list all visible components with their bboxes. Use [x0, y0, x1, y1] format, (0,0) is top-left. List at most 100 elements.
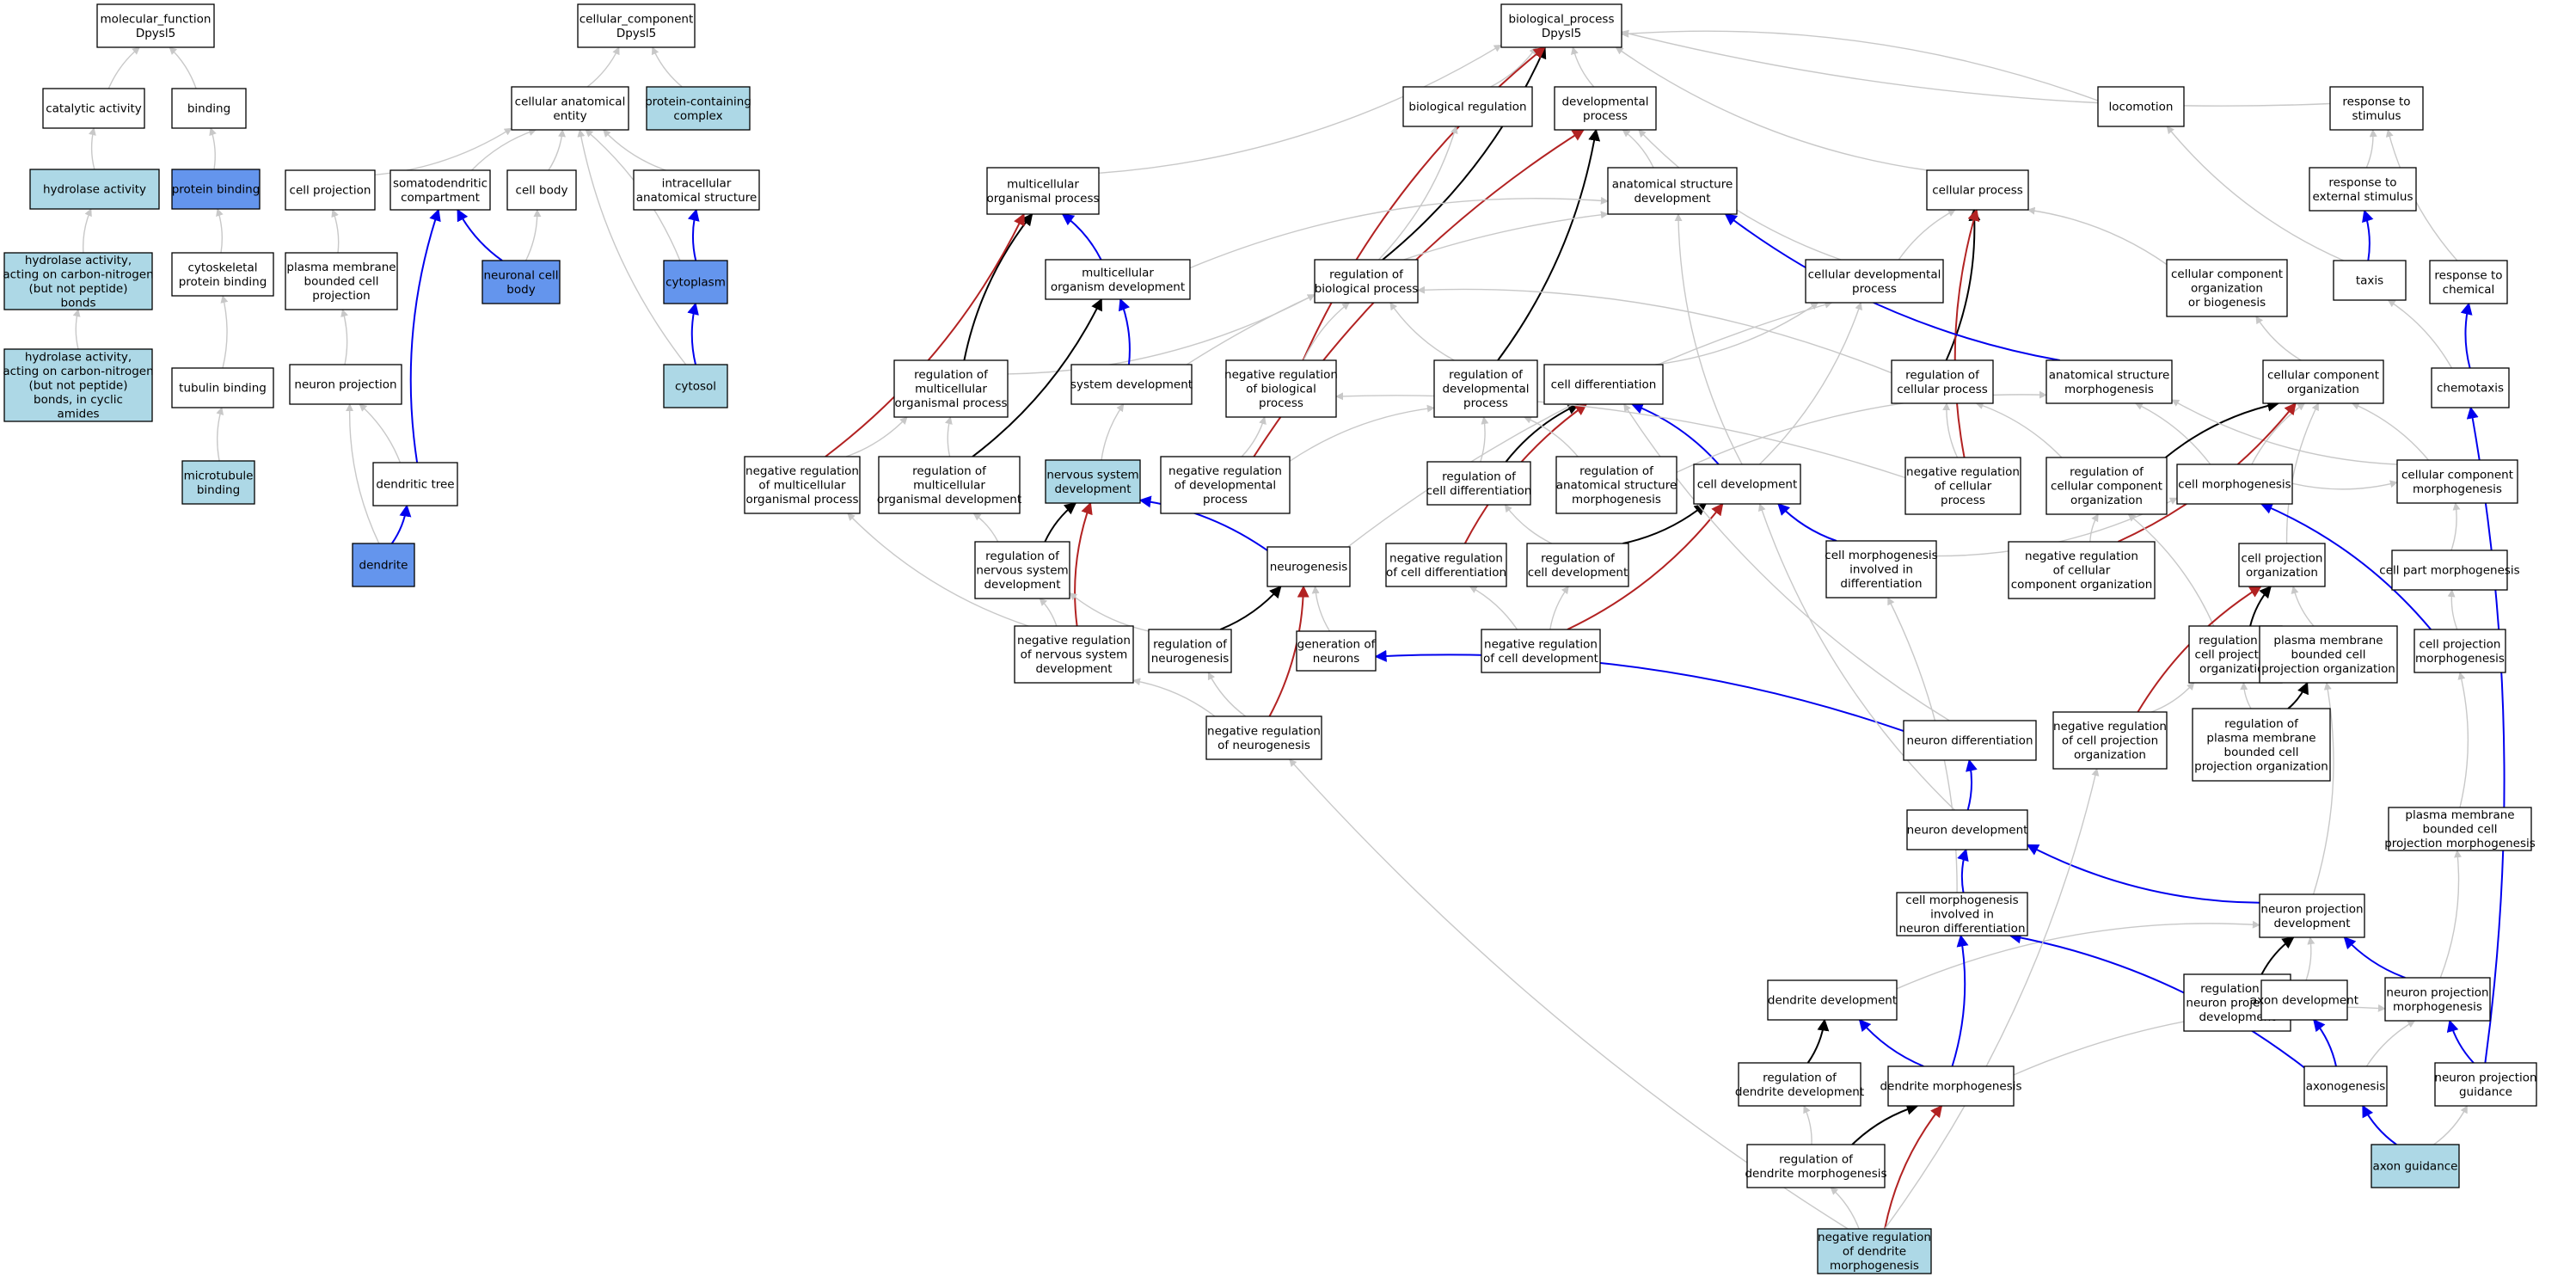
- edge-cat-to-mf: [107, 46, 140, 89]
- node-neurogenesis[interactable]: neurogenesis: [1267, 546, 1351, 587]
- node-celldiff[interactable]: cell differentiation: [1543, 364, 1664, 405]
- node-taxis[interactable]: taxis: [2333, 260, 2407, 301]
- node-sysdev[interactable]: system development: [1070, 364, 1193, 405]
- node-dtree[interactable]: dendritic tree: [372, 462, 458, 507]
- node-axondev[interactable]: axon development: [2250, 979, 2358, 1021]
- node-label-line: differentiation: [1840, 577, 1922, 591]
- node-neurdev[interactable]: neuron development: [1906, 809, 2028, 850]
- node-cat[interactable]: catalytic activity: [42, 88, 145, 129]
- node-label-line: stimulus: [2352, 109, 2401, 123]
- node-cellproc[interactable]: cellular process: [1926, 169, 2029, 211]
- node-neuronproj[interactable]: neuron projection: [289, 364, 402, 405]
- node-cpmorph[interactable]: cell part morphogenesis: [2379, 549, 2520, 591]
- node-cytosol[interactable]: cytosol: [663, 364, 728, 408]
- node-label-line: anatomical structure: [1556, 479, 1677, 493]
- node-protbind[interactable]: protein binding: [171, 169, 261, 210]
- node-denddev[interactable]: dendrite development: [1767, 979, 1898, 1021]
- edge-negregdm-to-negregcpo: [1884, 768, 2100, 1230]
- node-cellbody[interactable]: cell body: [506, 169, 577, 211]
- node-hydro[interactable]: hydrolase activity: [29, 169, 160, 210]
- node-axonguid[interactable]: axon guidance: [2371, 1144, 2460, 1188]
- node-binding[interactable]: binding: [171, 88, 247, 129]
- node-bioreg[interactable]: biological regulation: [1402, 86, 1533, 127]
- node-tubulin[interactable]: tubulin binding: [171, 367, 274, 408]
- node-cellproj[interactable]: cell projection: [285, 169, 376, 211]
- node-locomotion[interactable]: locomotion: [2097, 86, 2185, 127]
- node-celldev[interactable]: cell development: [1693, 464, 1801, 505]
- node-chemotaxis[interactable]: chemotaxis: [2431, 367, 2510, 408]
- node-hcn[interactable]: hydrolase activity,acting on carbon-nitr…: [3, 252, 154, 310]
- node-label-line: dendrite: [359, 559, 408, 573]
- node-cytoplasm[interactable]: cytoplasm: [663, 260, 728, 304]
- edge-cdp-to-cellproc: [1898, 209, 1956, 261]
- node-label-line: process: [1852, 282, 1897, 296]
- node-cellmorph[interactable]: cell morphogenesis: [2176, 464, 2293, 505]
- node-dendmorph[interactable]: dendrite morphogenesis: [1880, 1065, 2022, 1107]
- node-hcncyc[interactable]: hydrolase activity,acting on carbon-nitr…: [3, 348, 154, 422]
- node-neurdiff[interactable]: neuron differentiation: [1903, 720, 2037, 761]
- node-dendrite[interactable]: dendrite: [352, 543, 415, 587]
- node-box: [2052, 711, 2168, 770]
- node-axonogenesis[interactable]: axonogenesis: [2303, 1065, 2388, 1107]
